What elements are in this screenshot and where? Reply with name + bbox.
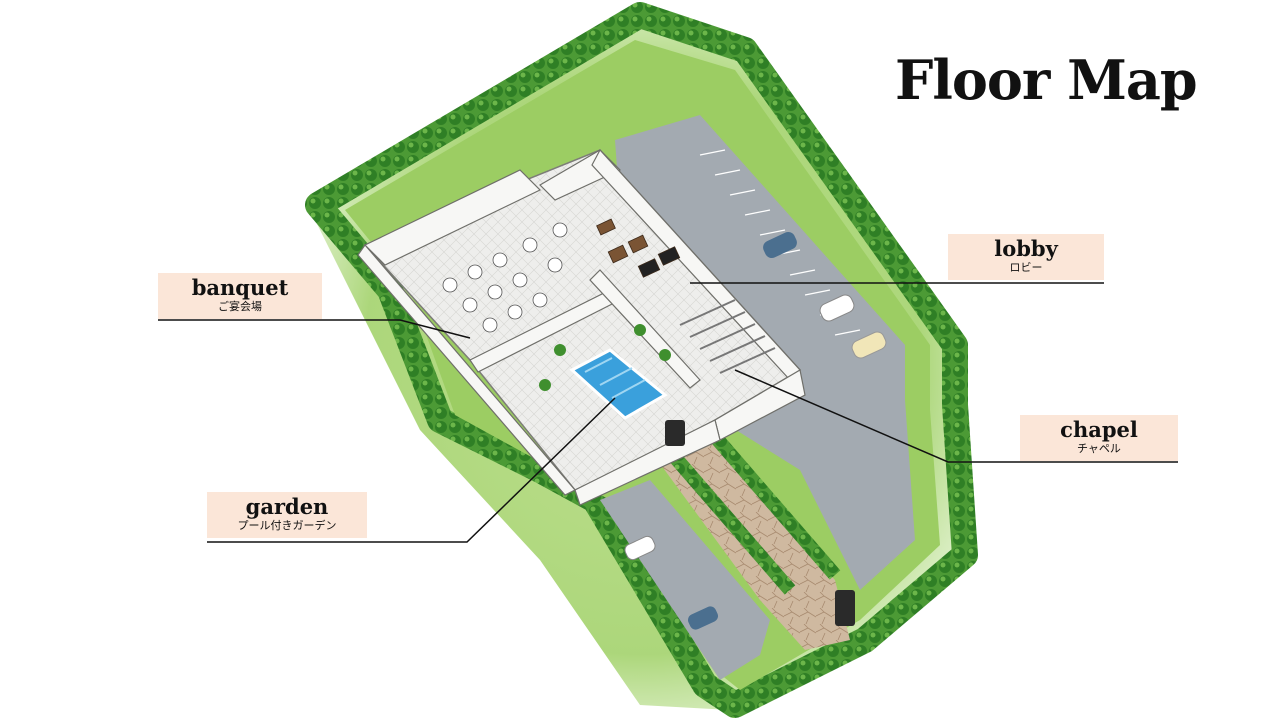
label-lobby[interactable]: lobby ロビー bbox=[948, 234, 1104, 280]
entrance-gate bbox=[665, 420, 855, 626]
leader-lines bbox=[158, 282, 1178, 543]
label-chapel-ja: チャペル bbox=[1077, 442, 1121, 456]
label-lobby-ja: ロビー bbox=[1009, 261, 1043, 275]
parking-lot-south bbox=[600, 480, 770, 680]
banquet-tables bbox=[442, 222, 568, 333]
tree-hedge bbox=[305, 2, 978, 718]
chapel-pews bbox=[679, 299, 776, 374]
label-garden-en: garden bbox=[245, 494, 329, 519]
label-garden-ja: プール付きガーデン bbox=[237, 519, 337, 533]
lobby-furniture bbox=[596, 218, 681, 278]
leader-garden bbox=[207, 397, 616, 543]
label-banquet-ja: ご宴会場 bbox=[218, 300, 262, 314]
label-banquet-en: banquet bbox=[191, 275, 289, 300]
car-2-icon bbox=[819, 294, 855, 322]
label-chapel-en: chapel bbox=[1060, 417, 1138, 442]
label-garden[interactable]: garden プール付きガーデン bbox=[207, 492, 367, 538]
label-banquet[interactable]: banquet ご宴会場 bbox=[158, 273, 322, 319]
car-1-icon bbox=[763, 231, 797, 259]
page-title: Floor Map bbox=[895, 48, 1198, 112]
leader-chapel bbox=[734, 369, 1178, 463]
car-3-icon bbox=[851, 331, 887, 359]
label-lobby-en: lobby bbox=[994, 236, 1058, 261]
leader-banquet bbox=[158, 319, 471, 339]
garden-trees bbox=[539, 324, 671, 391]
car-5-icon bbox=[687, 606, 719, 630]
car-4-icon bbox=[624, 535, 656, 561]
label-chapel[interactable]: chapel チャペル bbox=[1020, 415, 1178, 461]
